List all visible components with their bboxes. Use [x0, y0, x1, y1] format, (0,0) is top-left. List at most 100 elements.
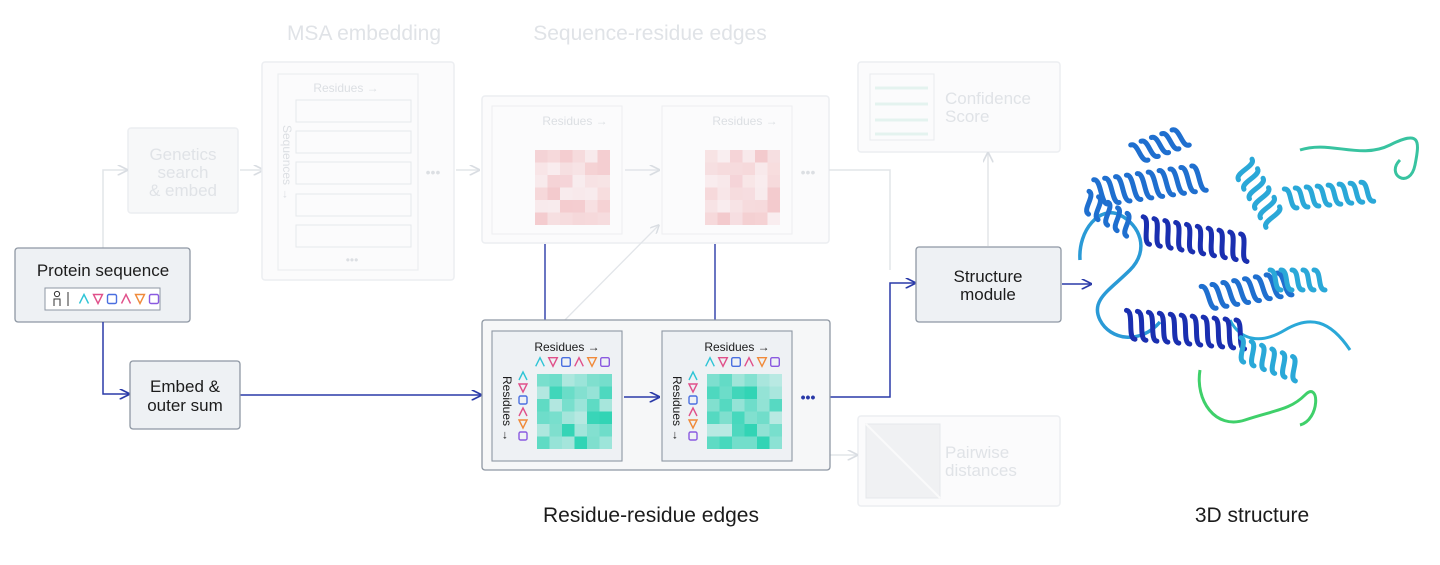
- heatmap-cell: [537, 411, 550, 424]
- heatmap-cell: [587, 424, 600, 437]
- protein-sequence-box: Protein sequence: [14, 247, 191, 323]
- heatmap-cell: [730, 212, 743, 225]
- heatmap-cell: [547, 200, 560, 213]
- msa-residues-label: Residues →: [313, 81, 378, 95]
- heatmap-cell: [707, 424, 720, 437]
- heatmap-cell: [547, 187, 560, 200]
- rr-glyph-strip-side-2: [687, 370, 699, 441]
- heatmap-cell: [585, 162, 598, 175]
- heatmap-cell: [535, 200, 548, 213]
- heatmap-cell: [574, 411, 587, 424]
- heatmap-cell: [537, 424, 550, 437]
- genetics-search-box: Genetics search & embed: [127, 127, 239, 214]
- heatmap-cell: [744, 374, 757, 387]
- rr-heatmap-2: [707, 374, 782, 449]
- heatmap-cell: [744, 411, 757, 424]
- heatmap-cell: [744, 399, 757, 412]
- heatmap-cell: [705, 150, 718, 163]
- heatmap-cell: [719, 386, 732, 399]
- msa-sequences-label: Sequences →: [280, 125, 294, 200]
- heatmap-cell: [585, 175, 598, 188]
- structure-line-1: Structure: [954, 267, 1023, 286]
- heatmap-cell: [707, 386, 720, 399]
- residue-glyph: [106, 293, 118, 305]
- alpha-helix: [1267, 267, 1328, 293]
- alpha-helix: [1091, 163, 1209, 207]
- residue-glyph: [517, 383, 529, 394]
- heatmap-cell: [705, 175, 718, 188]
- heatmap-cell: [587, 399, 600, 412]
- heatmap-cell: [562, 411, 575, 424]
- heatmap-cell: [572, 187, 585, 200]
- residue-glyph: [547, 357, 559, 368]
- alpha-helix: [1128, 127, 1192, 163]
- heatmap-cell: [769, 399, 782, 412]
- alpha-helix: [1140, 214, 1250, 264]
- residue-glyph: [78, 292, 90, 304]
- heatmap-cell: [535, 175, 548, 188]
- heatmap-cell: [767, 162, 780, 175]
- heatmap-cell: [537, 374, 550, 387]
- heatmap-cell: [744, 424, 757, 437]
- heatmap-cell: [769, 374, 782, 387]
- residue-glyph: [770, 357, 781, 368]
- heatmap-cell: [574, 424, 587, 437]
- heatmap-cell: [744, 386, 757, 399]
- heatmap-cell: [560, 175, 573, 188]
- heatmap-cell: [537, 386, 550, 399]
- heatmap-cell: [705, 187, 718, 200]
- residue-glyph: [148, 293, 160, 305]
- confidence-line-2: Score: [945, 107, 989, 126]
- heatmap-cell: [585, 150, 598, 163]
- seqres-residues-label-2: Residues →: [712, 114, 777, 128]
- heatmap-cell: [769, 436, 782, 449]
- residue-glyph: [561, 357, 572, 368]
- heatmap-cell: [562, 374, 575, 387]
- heatmap-cell: [572, 212, 585, 225]
- alpha-helix: [1238, 335, 1298, 384]
- heatmap-cell: [574, 436, 587, 449]
- heatmap-cell: [767, 175, 780, 188]
- heatmap-cell: [717, 162, 730, 175]
- heatmap-cell: [719, 436, 732, 449]
- heatmap-cell: [719, 399, 732, 412]
- heatmap-cell: [717, 150, 730, 163]
- residue-glyph: [586, 357, 598, 368]
- heatmap-cell: [562, 399, 575, 412]
- heatmap-cell: [755, 162, 768, 175]
- pairwise-line-1: Pairwise: [945, 443, 1009, 462]
- rr-glyph-strip-top-1: [535, 356, 611, 368]
- heatmap-cell: [574, 374, 587, 387]
- residue-glyph: [688, 395, 698, 405]
- heatmap-cell: [599, 424, 612, 437]
- heatmap-cell: [757, 386, 770, 399]
- heatmap-cell: [730, 162, 743, 175]
- heatmap-cell: [742, 200, 755, 213]
- heatmap-cell: [717, 212, 730, 225]
- heatmap-cell: [597, 212, 610, 225]
- heatmap-cell: [587, 411, 600, 424]
- heatmap-cell: [574, 399, 587, 412]
- heatmap-cell: [549, 436, 562, 449]
- heatmap-cell: [597, 200, 610, 213]
- heatmap-cell: [767, 187, 780, 200]
- heatmap-cell: [769, 424, 782, 437]
- heatmap-cell: [742, 162, 755, 175]
- pairwise-line-2: distances: [945, 461, 1017, 480]
- heatmap-cell: [769, 386, 782, 399]
- connector-residue-structure: [830, 283, 914, 398]
- heatmap-cell: [767, 200, 780, 213]
- heatmap-cell: [560, 212, 573, 225]
- connector-protein-embed: [102, 322, 128, 394]
- heatmap-cell: [585, 187, 598, 200]
- heatmap-cell: [572, 150, 585, 163]
- heatmap-cell: [599, 436, 612, 449]
- heatmap-cell: [562, 424, 575, 437]
- heatmap-cell: [705, 200, 718, 213]
- alpha-helix: [1281, 179, 1377, 211]
- rr-residues-vertical-2: Residues →: [670, 376, 684, 441]
- heatmap-cell: [549, 386, 562, 399]
- heatmap-cell: [707, 436, 720, 449]
- rr-residues-vertical-1: Residues →: [500, 376, 514, 441]
